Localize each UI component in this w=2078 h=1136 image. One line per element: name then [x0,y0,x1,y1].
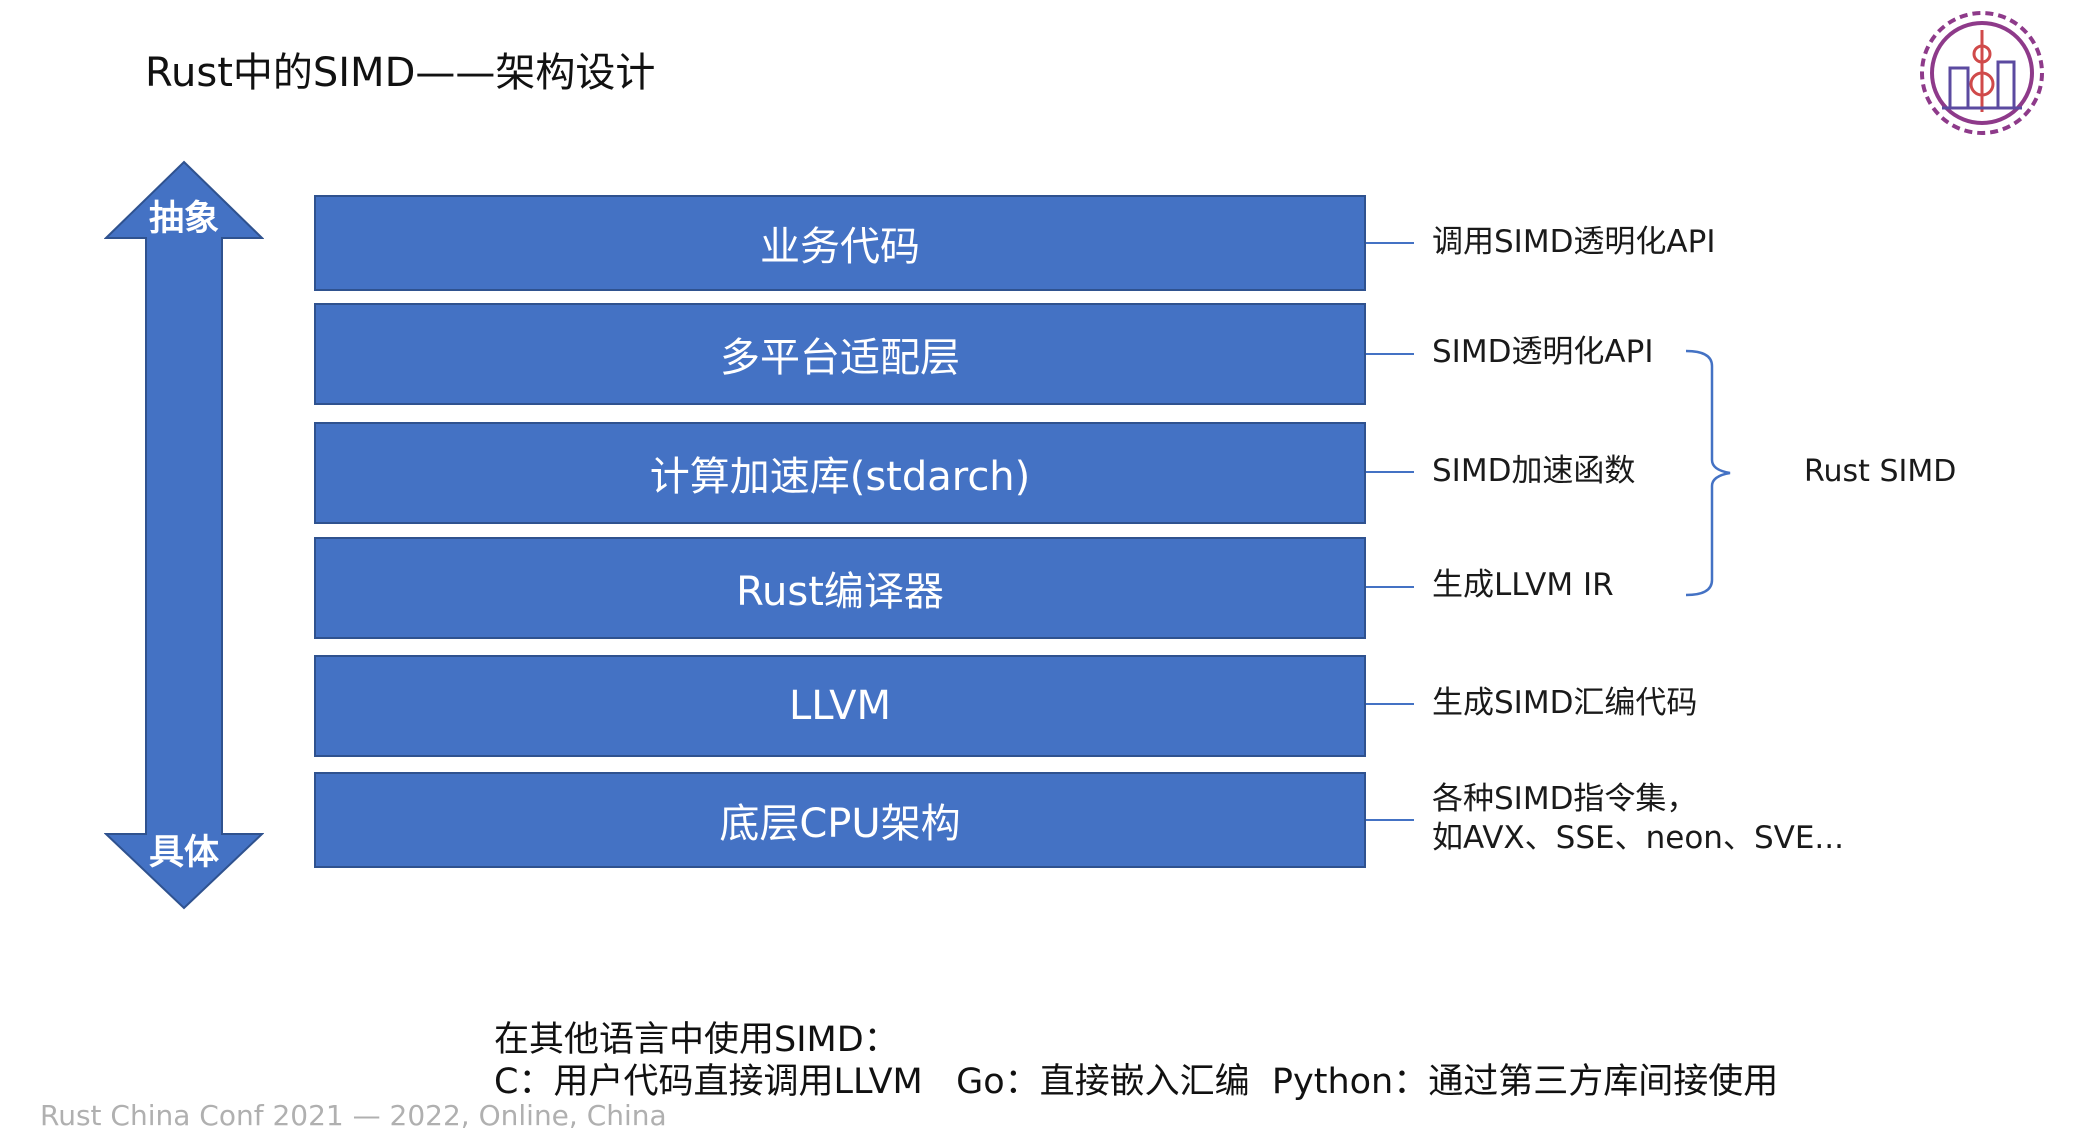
layer-platform-adapter: 多平台适配层 [314,303,1366,405]
layer-note: 生成SIMD汇编代码 [1432,685,1698,721]
connector-line [1366,703,1414,705]
connector-line [1366,353,1414,355]
layer-cpu-architecture: 底层CPU架构 [314,772,1366,868]
layer-label: LLVM [788,683,892,729]
connector-line [1366,819,1414,821]
connector-line [1366,471,1414,473]
layer-llvm: LLVM [314,655,1366,757]
layer-label: 多平台适配层 [720,335,960,381]
footer-text: Rust China Conf 2021 — 2022, Online, Chi… [40,1099,667,1132]
rust-simd-brace [1685,349,1731,597]
other-languages-details: C：用户代码直接调用LLVM Go：直接嵌入汇编 Python：通过第三方库间接… [494,1062,1779,1102]
layer-label: 计算加速库(stdarch) [649,454,1031,500]
connector-line [1366,242,1414,244]
layer-note-line1: 各种SIMD指令集， [1432,781,1698,817]
concrete-label: 具体 [148,833,219,873]
layer-business-code: 业务代码 [314,195,1366,291]
conference-logo [1920,11,2044,135]
layer-label: 底层CPU架构 [719,801,961,847]
layer-rust-compiler: Rust编译器 [314,537,1366,639]
abstract-label: 抽象 [148,199,219,239]
other-languages-heading: 在其他语言中使用SIMD： [494,1020,899,1060]
layer-acceleration-library: 计算加速库(stdarch) [314,422,1366,524]
brace-label: Rust SIMD [1804,454,1957,489]
slide-title: Rust中的SIMD——架构设计 [145,50,656,96]
layer-label: 业务代码 [760,224,920,270]
layer-note: SIMD加速函数 [1432,453,1636,489]
layer-note: 生成LLVM IR [1432,567,1614,603]
layer-note-line2: 如AVX、SSE、neon、SVE... [1432,820,1844,856]
abstraction-arrow [104,160,264,910]
layer-note: 调用SIMD透明化API [1432,224,1716,260]
layer-label: Rust编译器 [736,569,944,615]
connector-line [1366,586,1414,588]
layer-note: SIMD透明化API [1432,334,1654,370]
